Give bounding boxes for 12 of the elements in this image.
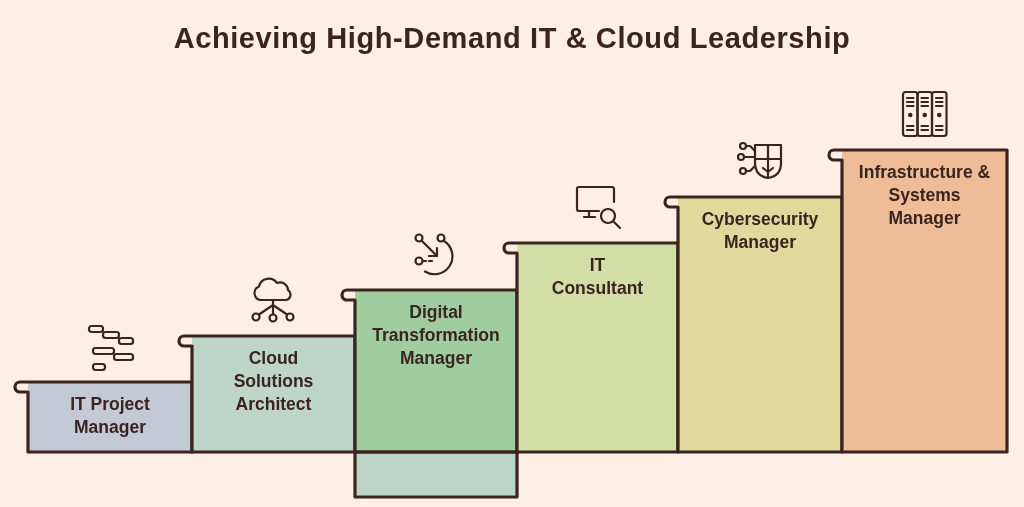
step-block bbox=[503, 241, 680, 454]
step-label: Cloud Solutions Architect bbox=[232, 347, 315, 416]
step-block bbox=[341, 288, 519, 499]
step-label: Cybersecurity Manager bbox=[700, 208, 820, 254]
step-label: Infrastructure & Systems Manager bbox=[858, 161, 991, 230]
step-label: IT Project Manager bbox=[69, 393, 151, 439]
step-block bbox=[664, 195, 844, 454]
step-block bbox=[828, 148, 1009, 454]
step-block bbox=[14, 380, 194, 454]
diagram-title: Achieving High-Demand IT & Cloud Leadership bbox=[173, 22, 851, 55]
step-label: IT Consultant bbox=[550, 254, 645, 300]
step-label: Digital Transformation Manager bbox=[371, 301, 501, 370]
